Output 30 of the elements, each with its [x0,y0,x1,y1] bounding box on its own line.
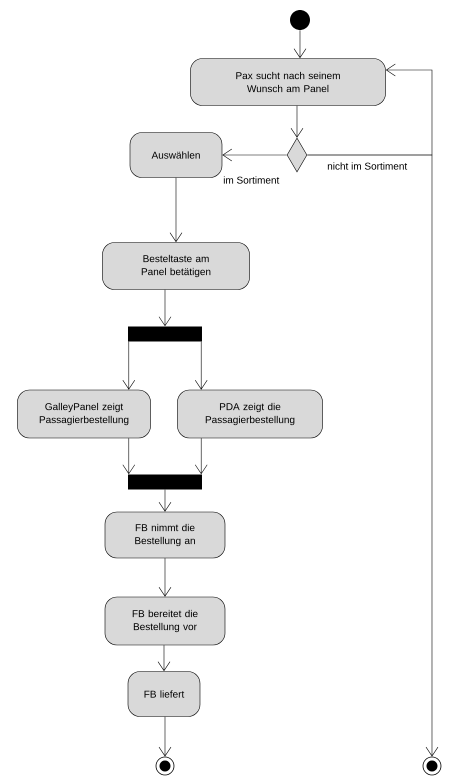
arrow [194,438,208,474]
arrow [158,290,172,326]
action-box: Besteltaste am Panel betätigen [102,242,250,290]
arrow [222,148,287,162]
arrow [122,438,136,474]
action-box: GalleyPanel zeigt Passagierbestellung [17,390,151,438]
action-box: PDA zeigt die Passagierbestellung [177,390,323,438]
end-node [422,756,442,776]
start-node [290,10,310,30]
decision-diamond [286,138,308,172]
arrow [122,341,136,390]
action-box: Auswählen [130,132,222,178]
action-box: FB nimmt die Bestellung an [104,512,226,558]
action-box: FB liefert [128,671,200,717]
arrow [194,341,208,390]
arrow [158,716,172,757]
edge-label: im Sortiment [222,175,280,185]
arrow [170,178,182,242]
edge-label: nicht im Sortiment [326,161,408,171]
action-box: FB bereitet die Bestellung vor [104,596,226,646]
arrow [294,30,306,58]
arrow [158,489,172,512]
arrow [158,645,170,672]
arrow [290,106,304,138]
sync-bar [128,474,202,490]
arrow [158,558,172,597]
action-box: Pax sucht nach seinem Wunsch am Panel [190,58,386,106]
end-node [156,756,174,776]
sync-bar [128,326,202,342]
arrow [307,154,438,757]
